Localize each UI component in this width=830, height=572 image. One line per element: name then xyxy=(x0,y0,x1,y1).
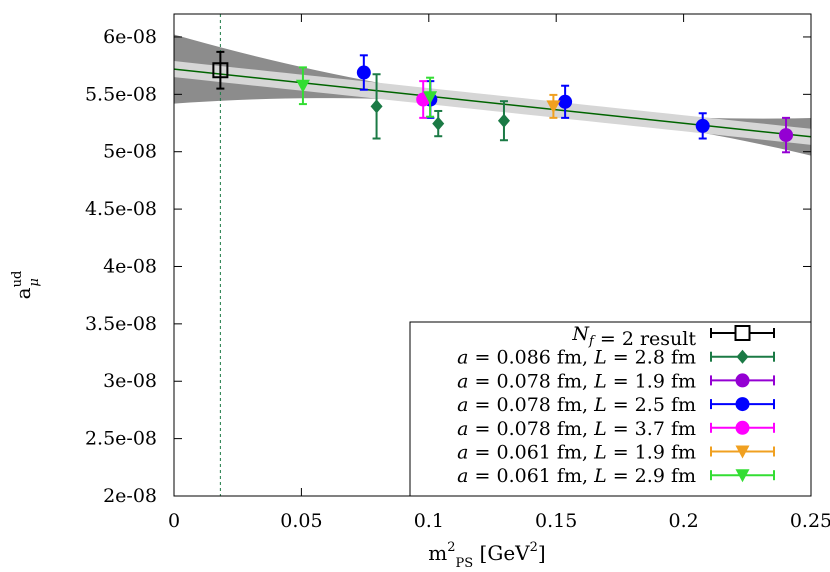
data-point xyxy=(423,76,438,118)
legend-entry: a = 0.061 fm, L = 1.9 fm xyxy=(457,442,775,464)
y-tick-label: 5e-08 xyxy=(103,141,157,163)
marker-triangle xyxy=(735,469,750,483)
marker-triangle xyxy=(295,79,310,93)
legend-label: a = 0.078 fm, L = 2.5 fm xyxy=(457,394,696,416)
legend-label: a = 0.078 fm, L = 1.9 fm xyxy=(457,370,696,392)
legend-entry: a = 0.078 fm, L = 2.5 fm xyxy=(457,394,775,416)
data-point xyxy=(546,93,561,119)
x-tick-label: 0 xyxy=(168,510,180,532)
legend-label: a = 0.078 fm, L = 3.7 fm xyxy=(457,418,696,440)
y-tick-labels: 2e-08 2.5e-08 3e-08 3.5e-08 4e-08 4.5e-08 5e-0… xyxy=(85,26,157,507)
marker-diamond xyxy=(736,349,749,364)
x-tick-label: 0.05 xyxy=(280,510,322,532)
legend-label: a = 0.061 fm, L = 2.9 fm xyxy=(457,465,696,487)
marker-diamond xyxy=(497,113,510,128)
y-tick-label: 3.5e-08 xyxy=(85,313,157,335)
fit-line xyxy=(173,68,812,138)
x-tick-label: 0.15 xyxy=(535,510,577,532)
data-point xyxy=(295,66,310,106)
legend-label: a = 0.061 fm, L = 1.9 fm xyxy=(457,442,696,464)
x-axis-label: m2PS [GeV2] xyxy=(428,540,545,571)
marker-diamond xyxy=(432,116,445,131)
marker-triangle xyxy=(423,91,438,105)
legend-label: Nf = 2 result xyxy=(571,323,696,350)
legend-label: a = 0.086 fm, L = 2.8 fm xyxy=(457,347,696,369)
y-tick-label: 2e-08 xyxy=(103,485,157,507)
data-point xyxy=(558,84,573,119)
fit-band-outer xyxy=(174,34,811,156)
marker-diamond xyxy=(370,99,383,114)
marker-circle xyxy=(735,373,750,388)
marker-square xyxy=(212,62,229,79)
marker-circle xyxy=(695,118,710,133)
marker-circle xyxy=(356,65,371,80)
marker-triangle xyxy=(546,100,561,114)
data-point xyxy=(212,50,229,90)
legend-entry: a = 0.078 fm, L = 3.7 fm xyxy=(457,418,775,440)
legend-entry: a = 0.086 fm, L = 2.8 fm xyxy=(457,347,775,369)
data-point xyxy=(356,54,371,91)
y-tick-label: 2.5e-08 xyxy=(85,428,157,450)
x-tick-labels: 0 0.05 0.1 0.15 0.2 0.25 xyxy=(168,510,830,532)
y-tick-label: 4.5e-08 xyxy=(85,198,157,220)
svg-text:m2PS [GeV2]: m2PS [GeV2] xyxy=(428,540,545,571)
marker-circle xyxy=(735,420,750,435)
marker-square xyxy=(734,325,751,341)
legend-entry: Nf = 2 result xyxy=(571,323,775,350)
data-point xyxy=(497,100,510,142)
x-tick-label: 0.1 xyxy=(414,510,444,532)
fit-bands xyxy=(174,34,811,156)
y-tick-label: 4e-08 xyxy=(103,255,157,277)
marker-circle xyxy=(558,94,573,109)
x-tick-label: 0.25 xyxy=(790,510,830,532)
y-tick-label: 5.5e-08 xyxy=(85,83,157,105)
data-point xyxy=(432,109,445,138)
data-points xyxy=(212,50,794,154)
x-tick-label: 0.2 xyxy=(668,510,698,532)
data-point xyxy=(779,116,794,154)
data-point xyxy=(370,73,383,140)
y-tick-label: 3e-08 xyxy=(103,370,157,392)
marker-circle xyxy=(779,128,794,143)
legend-entry: a = 0.061 fm, L = 2.9 fm xyxy=(457,465,775,487)
marker-triangle xyxy=(735,445,750,459)
legend-entry: a = 0.078 fm, L = 1.9 fm xyxy=(457,370,775,392)
y-tick-label: 6e-08 xyxy=(103,26,157,48)
marker-circle xyxy=(735,397,750,412)
data-point xyxy=(695,112,710,140)
